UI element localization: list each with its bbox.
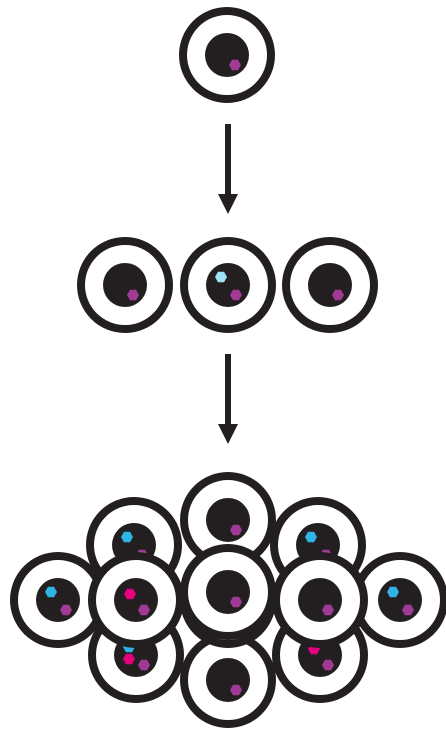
stage-single-cell bbox=[183, 11, 271, 99]
cell-nucleus bbox=[205, 33, 249, 77]
cell bbox=[183, 11, 271, 99]
cell bbox=[81, 241, 169, 329]
cell-nucleus bbox=[36, 578, 80, 622]
cell-nucleus bbox=[298, 578, 342, 622]
cell-nucleus bbox=[378, 578, 422, 622]
cell-nucleus bbox=[308, 263, 352, 307]
cell-nucleus bbox=[114, 578, 158, 622]
cell-nucleus bbox=[206, 263, 250, 307]
arrow-stage-2-to-3 bbox=[218, 354, 238, 444]
cell-nucleus bbox=[206, 658, 250, 702]
cell-nucleus bbox=[206, 570, 250, 614]
cell-nucleus bbox=[103, 263, 147, 307]
cell bbox=[184, 636, 272, 724]
cell bbox=[356, 556, 444, 644]
arrow-down-icon bbox=[218, 424, 238, 444]
arrow-down-icon bbox=[218, 194, 238, 214]
stage-cell-cluster bbox=[14, 476, 444, 724]
cell-nucleus bbox=[206, 498, 250, 542]
cell bbox=[92, 556, 180, 644]
cell bbox=[286, 241, 374, 329]
cell bbox=[184, 548, 272, 636]
stage-three-cells bbox=[81, 241, 374, 329]
cell bbox=[276, 556, 364, 644]
cell bbox=[184, 241, 272, 329]
arrow-stage-1-to-2 bbox=[218, 124, 238, 214]
